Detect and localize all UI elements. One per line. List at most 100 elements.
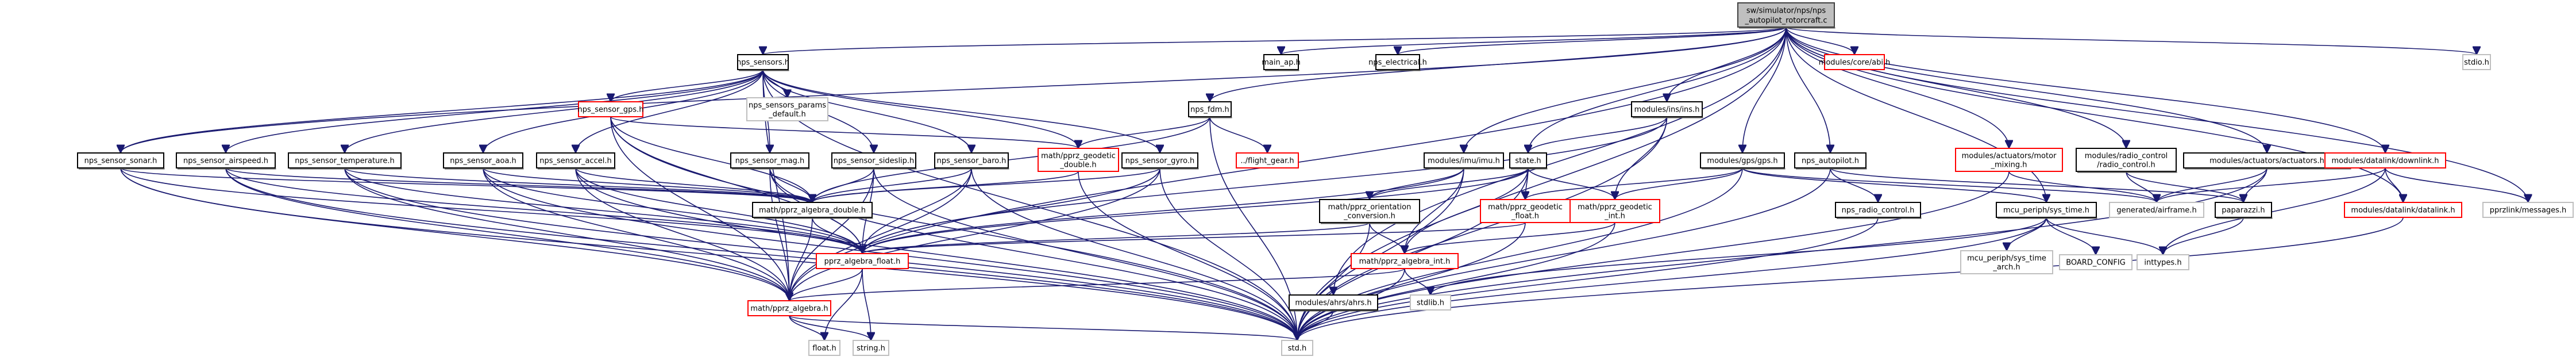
node-aoa[interactable]: nps_sensor_aoa.h <box>443 152 524 170</box>
edge-gyro-to-std <box>1159 167 1297 340</box>
node-box <box>2462 54 2491 70</box>
edge-actuators-to-paparazzi <box>2243 167 2268 203</box>
edge-orientation_conv-to-std <box>1297 222 1370 340</box>
node-box <box>1996 202 2097 218</box>
edge-root-to-datalink <box>1786 26 2403 202</box>
node-label: /radio_control.h <box>2097 160 2155 169</box>
node-gps[interactable]: modules/gps/gps.h <box>1700 152 1786 170</box>
node-orientation_conv[interactable]: math/pprz_orientation_conversion.h <box>1319 199 1421 224</box>
node-sys_time[interactable]: mcu_periph/sys_time.h <box>1996 202 2097 219</box>
node-label: nps_sensor_gps.h <box>578 106 644 114</box>
node-root[interactable]: sw/simulator/nps/nps_autopilot_rotorcraf… <box>1737 2 1835 29</box>
node-algebra_int[interactable]: math/pprz_algebra_int.h <box>1351 253 1459 269</box>
edge-root-to-ahrs <box>1333 26 1787 295</box>
node-box <box>730 152 809 168</box>
node-geodetic_int[interactable]: math/pprz_geodetic_int.h <box>1569 199 1660 223</box>
node-nps_fdm[interactable]: nps_fdm.h <box>1188 101 1232 118</box>
node-algebra[interactable]: math/pprz_algebra.h <box>747 300 831 316</box>
node-nps_autopilot[interactable]: nps_autopilot.h <box>1794 152 1867 170</box>
node-box <box>1038 148 1119 172</box>
edge-sys_time-to-inttypes <box>2046 217 2163 255</box>
node-messages: pprzlink/messages.h <box>2482 202 2574 218</box>
node-label: nps_sensors_params <box>749 101 826 110</box>
edge-nps_sensors-to-geodetic_double <box>762 69 1078 149</box>
node-box <box>1410 294 1451 311</box>
node-temperature[interactable]: nps_sensor_temperature.h <box>288 152 402 170</box>
node-sideslip[interactable]: nps_sensor_sideslip.h <box>831 152 917 170</box>
edge-accel-to-algebra_double <box>575 167 812 203</box>
node-box <box>1824 54 1885 70</box>
node-paparazzi[interactable]: paparazzi.h <box>2215 202 2273 219</box>
edge-nps_sensors-to-baro <box>762 69 971 153</box>
node-radio_control[interactable]: modules/radio_control/radio_control.h <box>2076 148 2177 173</box>
edge-sys_time-to-board_config <box>2046 217 2096 255</box>
node-label: nps_sensor_sonar.h <box>84 157 157 166</box>
node-box <box>1375 54 1420 70</box>
node-state[interactable]: state.h <box>1509 152 1548 170</box>
edge-gps-to-airframe <box>1742 167 2157 203</box>
edge-root-to-downlink <box>1786 26 2385 153</box>
node-sonar[interactable]: nps_sensor_sonar.h <box>77 152 165 170</box>
node-box <box>2109 202 2204 218</box>
node-label: math/pprz_algebra.h <box>750 305 828 313</box>
node-box <box>1955 148 2063 172</box>
node-airframe: generated/airframe.h <box>2109 202 2204 218</box>
node-downlink[interactable]: modules/datalink/downlink.h <box>2324 152 2446 168</box>
edge-airspeed-to-algebra <box>225 167 789 301</box>
node-geodetic_double[interactable]: math/pprz_geodetic_double.h <box>1038 148 1119 172</box>
edge-root-to-sys_time <box>1786 26 2046 202</box>
node-box <box>737 54 789 70</box>
node-algebra_float[interactable]: pprz_algebra_float.h <box>816 253 909 269</box>
node-flight_gear[interactable]: ../flight_gear.h <box>1236 152 1299 168</box>
edge-algebra_int-to-algebra <box>789 268 1405 301</box>
edge-imu-to-algebra_float <box>862 167 1464 254</box>
node-imu[interactable]: modules/imu/imu.h <box>1424 152 1505 170</box>
node-motor_mixing[interactable]: modules/actuators/motor_mixing.h <box>1955 148 2063 172</box>
edge-gps-to-geodetic_float <box>1525 167 1743 200</box>
node-label: modules/gps/gps.h <box>1707 157 1777 166</box>
node-label: generated/airframe.h <box>2116 206 2196 215</box>
node-box <box>1509 152 1547 168</box>
node-nps_electrical[interactable]: nps_electrical.h <box>1368 54 1427 71</box>
node-nps_radio_control[interactable]: nps_radio_control.h <box>1835 202 1922 219</box>
node-main_ap[interactable]: main_ap.h <box>1262 54 1301 71</box>
node-board_config: BOARD_CONFIG <box>2059 254 2132 270</box>
node-box <box>536 152 615 168</box>
node-abi[interactable]: modules/core/abi.h <box>1819 54 1891 70</box>
node-algebra_double[interactable]: math/pprz_algebra_double.h <box>752 202 873 219</box>
node-nps_sensors[interactable]: nps_sensors.h <box>736 54 789 71</box>
edge-gps-to-geodetic_int <box>1615 167 1743 200</box>
node-gyro[interactable]: nps_sensor_gyro.h <box>1121 152 1199 170</box>
node-box <box>2059 254 2132 270</box>
node-ahrs[interactable]: modules/ahrs/ahrs.h <box>1289 294 1379 312</box>
node-label: sw/simulator/nps/nps <box>1746 7 1826 16</box>
edge-baro-to-std <box>971 167 1297 340</box>
edge-root-to-abi <box>1786 26 1854 55</box>
node-accel[interactable]: nps_sensor_accel.h <box>536 152 616 170</box>
edge-root-to-stdio <box>1786 26 2477 55</box>
node-airspeed[interactable]: nps_sensor_airspeed.h <box>176 152 276 170</box>
edge-state-to-algebra_float <box>862 167 1529 254</box>
node-label: float.h <box>812 344 836 353</box>
node-label: std.h <box>1288 344 1307 353</box>
node-baro[interactable]: nps_sensor_baro.h <box>934 152 1009 170</box>
node-geodetic_float[interactable]: math/pprz_geodetic_float.h <box>1480 199 1571 223</box>
node-box <box>853 340 889 356</box>
node-label: _int.h <box>1604 212 1625 220</box>
edge-nps_sensors-to-nps_sensor_gps <box>611 69 763 102</box>
edge-paparazzi-to-inttypes <box>2163 217 2244 255</box>
node-box <box>2482 202 2574 218</box>
node-label: nps_sensor_mag.h <box>735 157 805 166</box>
node-label: pprzlink/messages.h <box>2490 206 2567 215</box>
edge-algebra_float-to-string_h <box>862 268 871 340</box>
node-box <box>2137 254 2189 270</box>
node-box <box>1236 152 1299 168</box>
edge-nps_sensors-to-temperature <box>345 69 763 154</box>
node-ins[interactable]: modules/ins/ins.h <box>1631 101 1703 118</box>
node-mag[interactable]: nps_sensor_mag.h <box>730 152 810 170</box>
edge-root-to-nps_autopilot <box>1786 26 1830 153</box>
node-datalink[interactable]: modules/datalink/datalink.h <box>2344 202 2462 218</box>
node-nps_sensor_gps[interactable]: nps_sensor_gps.h <box>578 101 644 117</box>
node-stdio: stdio.h <box>2462 54 2491 70</box>
